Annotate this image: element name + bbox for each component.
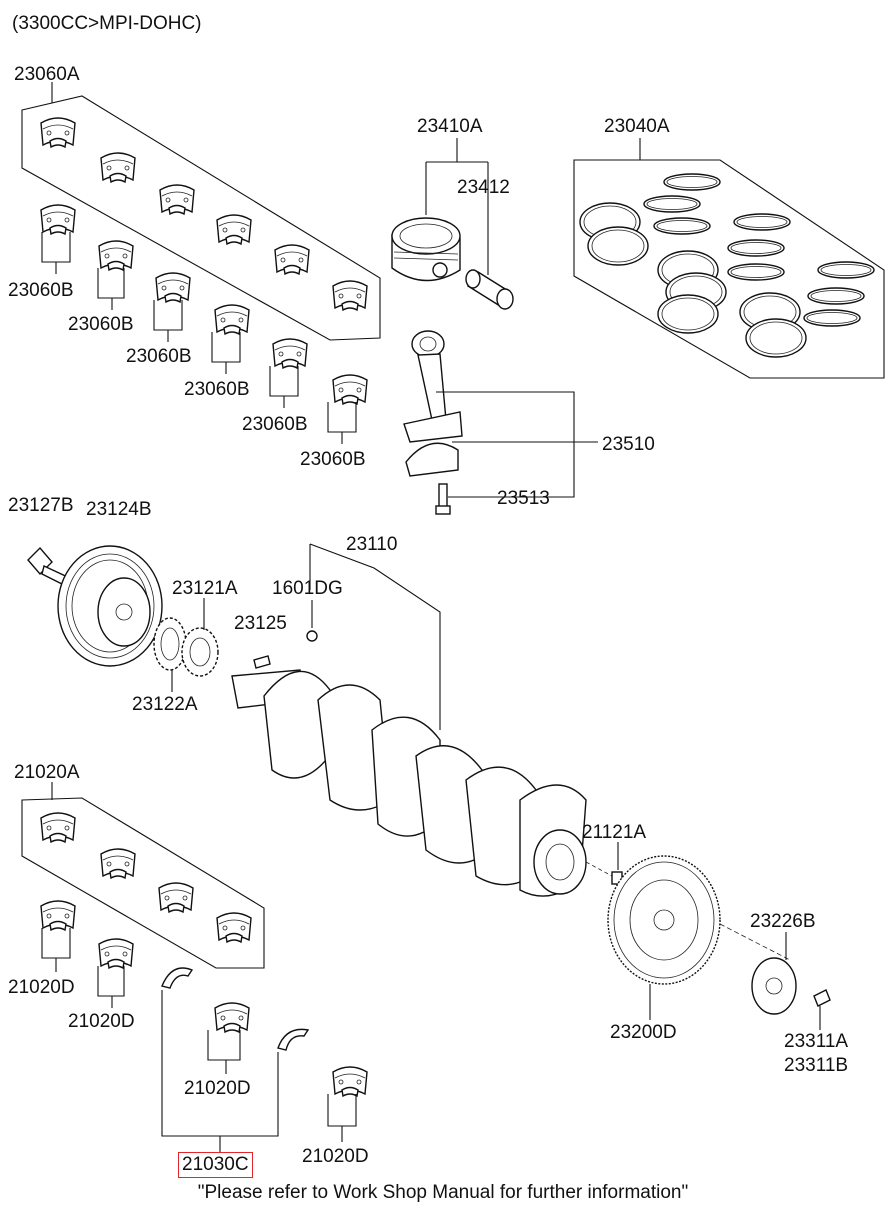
part-label-23127B[interactable]: 23127B <box>8 495 74 516</box>
part-label-1601DG[interactable]: 1601DG <box>272 578 343 599</box>
bearing-shell-upper <box>216 214 252 245</box>
part-label-23060A[interactable]: 23060A <box>14 64 80 85</box>
connecting-rod <box>403 330 463 477</box>
part-label-23060B[interactable]: 23060B <box>126 346 192 367</box>
part-label-23122A[interactable]: 23122A <box>132 694 198 715</box>
part-label-23060B[interactable]: 23060B <box>184 379 250 400</box>
bearing-shell-upper <box>332 280 368 311</box>
crank-key <box>253 655 271 669</box>
part-label-23125[interactable]: 23125 <box>234 613 287 634</box>
part-label-23124B[interactable]: 23124B <box>86 499 152 520</box>
part-label-23410A[interactable]: 23410A <box>417 116 483 137</box>
part-label-23040A[interactable]: 23040A <box>604 116 670 137</box>
part-label-21121A[interactable]: 21121A <box>582 822 647 843</box>
timing-sprocket <box>181 627 219 677</box>
drive-plate-bolt <box>813 989 831 1007</box>
footer-note: "Please refer to Work Shop Manual for fu… <box>197 1182 689 1203</box>
part-label-21020D[interactable]: 21020D <box>8 977 75 998</box>
part-label-23513[interactable]: 23513 <box>497 488 550 509</box>
part-label-21020D[interactable]: 21020D <box>302 1146 369 1167</box>
main-bearing-upper-tray <box>21 95 381 341</box>
part-label-23226B[interactable]: 23226B <box>750 911 816 932</box>
bearing-shell-lower <box>100 848 136 879</box>
bearing-shell-lower <box>158 882 194 913</box>
bearing-shell-upper <box>159 184 195 215</box>
plug-ball <box>306 630 318 642</box>
crankshaft-pulley <box>57 545 163 667</box>
bearing-shell-upper <box>100 152 136 183</box>
crankshaft-sprocket <box>153 617 187 671</box>
piston <box>391 217 461 282</box>
adapter-plate <box>751 957 797 1015</box>
piston-pin <box>465 269 514 310</box>
part-label-21020D[interactable]: 21020D <box>184 1078 251 1099</box>
piston-ring-set-tray <box>573 159 885 379</box>
bearing-shell-lower <box>216 912 252 943</box>
piston-rings <box>579 173 875 358</box>
part-label-21030C-selected[interactable]: 21030C <box>178 1152 253 1178</box>
part-label-23060B[interactable]: 23060B <box>300 449 366 470</box>
part-label-23311A[interactable]: 23311A <box>784 1031 849 1052</box>
drive-plate <box>607 855 721 985</box>
part-label-23200D[interactable]: 23200D <box>610 1022 677 1043</box>
connecting-rod-bolt <box>435 483 451 515</box>
part-label-23510[interactable]: 23510 <box>602 434 655 455</box>
part-label-23412[interactable]: 23412 <box>457 177 510 198</box>
part-label-23110[interactable]: 23110 <box>346 534 398 555</box>
part-label-21020A[interactable]: 21020A <box>14 762 80 783</box>
bearing-shell-lower <box>40 812 76 843</box>
part-label-23060B[interactable]: 23060B <box>242 414 308 435</box>
engine-spec-heading: (3300CC>MPI-DOHC) <box>12 13 202 34</box>
part-label-21020D[interactable]: 21020D <box>68 1011 135 1032</box>
main-bearing-lower-tray <box>21 797 265 969</box>
connecting-rod-bearing-shells <box>40 204 368 444</box>
crankshaft <box>231 669 587 897</box>
part-label-23060B[interactable]: 23060B <box>68 314 134 335</box>
main-bearing-shells <box>40 900 368 1142</box>
part-label-23311B[interactable]: 23311B <box>784 1055 849 1076</box>
part-label-23121A[interactable]: 23121A <box>172 578 238 599</box>
bearing-shell-upper <box>274 244 310 275</box>
bearing-shell-upper <box>40 117 76 148</box>
part-label-23060B[interactable]: 23060B <box>8 280 74 301</box>
thrust-washers <box>161 967 310 1051</box>
